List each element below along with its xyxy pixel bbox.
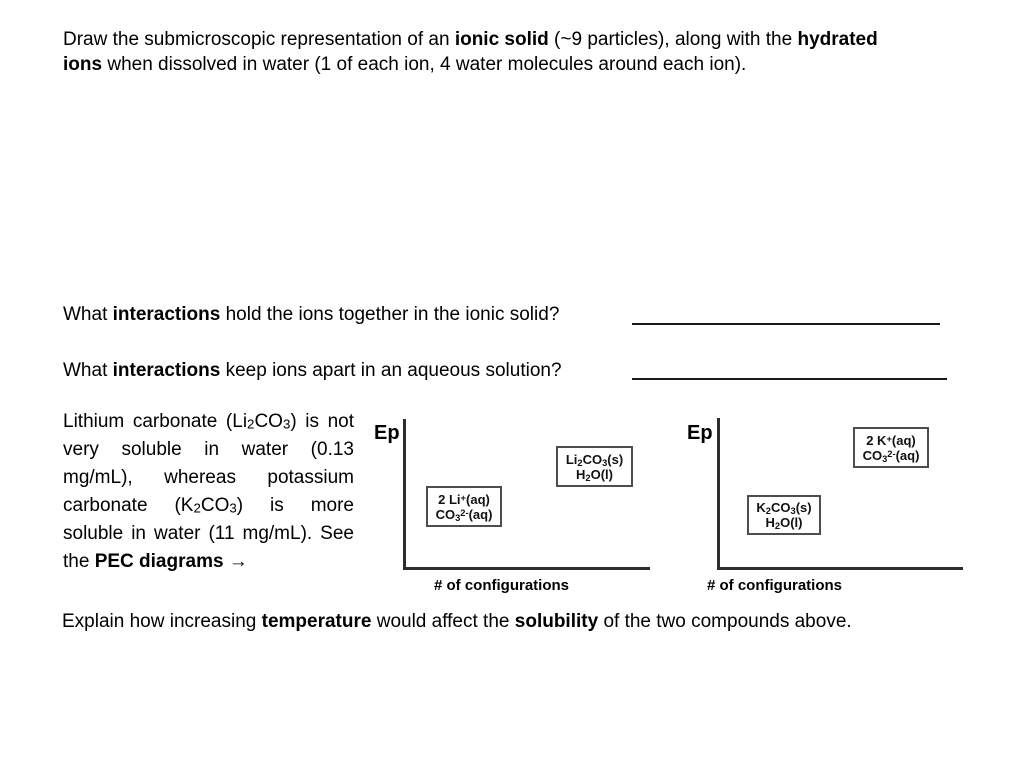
subscript: 2	[577, 457, 583, 468]
paragraph-text: Lithium carbonate (Li	[63, 411, 248, 432]
subscript: 3	[602, 457, 608, 468]
formula-text: H	[765, 515, 775, 530]
state-box-dissolved-ions: 2 K+(aq) CO32-(aq)	[853, 427, 929, 468]
formula-text: 2 K	[866, 432, 887, 448]
superscript: +	[886, 433, 892, 444]
pec-diagram-k2co3: Ep 2 K+(aq) CO32-(aq) K2CO3(s) H2O(l) # …	[687, 414, 977, 600]
prompt-bold-hydrated-ions: hydrated ions	[63, 29, 878, 75]
subscript: 3	[282, 416, 291, 432]
formula-text: (aq)	[468, 506, 493, 522]
right-arrow-icon: →	[223, 551, 248, 572]
question-bold-interactions: interactions	[112, 360, 221, 381]
formula-line: CO32-(aq)	[435, 506, 493, 523]
paragraph-text: ) is more soluble in water (11 mg/mL). S…	[63, 495, 354, 572]
pec-diagram-li2co3: Ep 2 Li+(aq) CO32-(aq) Li2CO3(s) H2O(l) …	[374, 416, 655, 600]
superscript: +	[460, 492, 467, 503]
paragraph-bold-pec-diagrams: PEC diagrams	[94, 551, 224, 572]
question-interactions-aqueous: What interactions keep ions apart in an …	[63, 358, 562, 383]
x-axis-line	[403, 567, 650, 570]
prompt-text: (~9 particles), along with the	[548, 29, 798, 50]
y-axis-label: Ep	[374, 422, 400, 444]
formula-text: CO	[862, 447, 883, 463]
state-box-dissolved-ions: 2 Li+(aq) CO32-(aq)	[426, 486, 502, 527]
state-box-solid: Li2CO3(s) H2O(l)	[556, 446, 633, 487]
y-axis-label: Ep	[687, 422, 713, 444]
subscript: 2	[585, 472, 591, 483]
subscript: 3	[882, 453, 888, 464]
paragraph-text: CO	[200, 495, 230, 516]
answer-blank-aqueous[interactable]	[632, 360, 947, 380]
formula-text: O(l)	[780, 515, 803, 530]
formula-text: (aq)	[891, 432, 916, 448]
prompt-text: Draw the submicroscopic representation o…	[63, 29, 455, 50]
formula-text: (aq)	[895, 447, 920, 463]
question-interactions-solid: What interactions hold the ions together…	[63, 302, 559, 327]
closing-text: of the two compounds above.	[598, 611, 852, 632]
formula-line: 2 K+(aq)	[866, 433, 916, 448]
prompt-text: when dissolved in water (1 of each ion, …	[102, 54, 747, 75]
temperature-question: Explain how increasing temperature would…	[62, 609, 852, 634]
formula-text: CO	[771, 500, 791, 515]
y-axis-line	[717, 418, 720, 570]
paragraph-text: ) is not very soluble in water (0.13 mg/…	[63, 411, 354, 516]
formula-line: CO32-(aq)	[862, 447, 920, 464]
formula-line: H2O(l)	[576, 466, 613, 483]
subscript: 2	[193, 500, 201, 516]
question-bold-interactions: interactions	[112, 304, 221, 325]
x-axis-label: # of configurations	[707, 577, 842, 594]
formula-text: (s)	[795, 500, 812, 515]
formula-line: H2O(l)	[765, 515, 803, 532]
subscript: 3	[455, 512, 461, 523]
x-axis-label: # of configurations	[434, 577, 569, 594]
formula-text: K	[756, 500, 766, 515]
subscript: 2	[765, 506, 771, 517]
formula-text: (s)	[607, 451, 624, 467]
formula-text: (aq)	[466, 491, 490, 507]
formula-text: CO	[582, 451, 603, 467]
formula-text: Li	[565, 451, 578, 467]
question-text: keep ions apart in an aqueous solution?	[220, 360, 562, 381]
question-text: hold the ions together in the ionic soli…	[220, 304, 560, 325]
x-axis-line	[717, 567, 963, 570]
subscript: 2	[774, 521, 781, 532]
y-axis-line	[403, 419, 406, 570]
superscript: 2-	[887, 448, 896, 459]
formula-line: K2CO3(s)	[756, 500, 812, 517]
formula-text: CO	[435, 506, 456, 522]
state-box-solid: K2CO3(s) H2O(l)	[747, 495, 821, 535]
closing-text: Explain how increasing	[62, 611, 262, 632]
question-text: What	[63, 304, 113, 325]
solubility-paragraph: Lithium carbonate (Li2CO3) is not very s…	[63, 408, 354, 576]
formula-line: Li2CO3(s)	[565, 451, 624, 468]
formula-text: O(l)	[590, 466, 613, 482]
answer-blank-solid[interactable]	[632, 305, 940, 325]
closing-bold-temperature: temperature	[261, 611, 372, 632]
subscript: 2	[247, 416, 255, 432]
superscript: 2-	[460, 507, 469, 518]
draw-prompt: Draw the submicroscopic representation o…	[63, 27, 921, 77]
formula-line: 2 Li+(aq)	[438, 492, 490, 507]
closing-text: would affect the	[371, 611, 515, 632]
subscript: 3	[790, 506, 796, 517]
paragraph-text: CO	[254, 411, 283, 432]
question-text: What	[63, 360, 113, 381]
subscript: 3	[229, 500, 237, 516]
formula-text: H	[576, 466, 586, 482]
formula-text: 2 Li	[438, 491, 461, 507]
closing-bold-solubility: solubility	[514, 611, 599, 632]
prompt-bold-ionic-solid: ionic solid	[454, 29, 549, 50]
